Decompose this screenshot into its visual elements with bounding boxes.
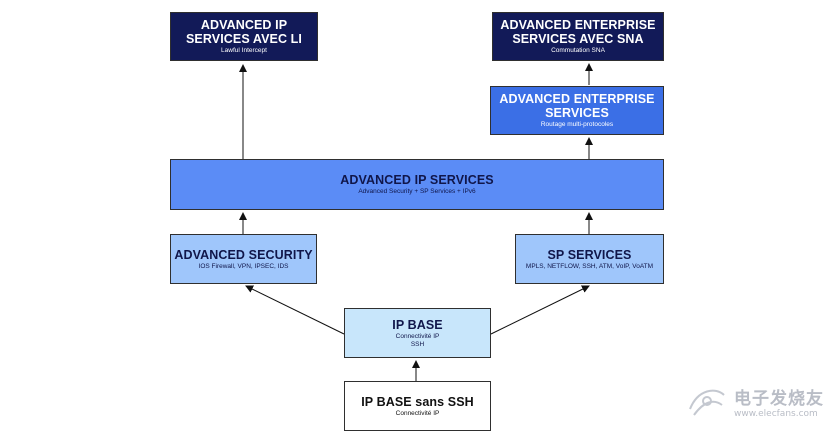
node-title: IP BASE sans SSH (361, 394, 474, 409)
watermark-logo-icon (684, 381, 730, 421)
watermark-text: 电子发烧友 www.elecfans.com (734, 384, 824, 419)
node-subtitle: Connectivité IP (395, 409, 440, 417)
watermark-url: www.elecfans.com (734, 408, 818, 419)
node-advanced-security: ADVANCED SECURITY IOS Firewall, VPN, IPS… (170, 234, 317, 284)
node-advanced-ip-services-li: ADVANCED IP SERVICES AVEC LI Lawful Inte… (170, 12, 318, 61)
node-subtitle: Advanced Security + SP Services + IPv6 (358, 188, 476, 195)
node-ip-base: IP BASE Connectivité IP SSH (344, 308, 491, 358)
node-title-line2: SERVICES (545, 106, 609, 120)
node-title-line2: SERVICES AVEC LI (186, 32, 302, 46)
node-subtitle: Commutation SNA (551, 47, 605, 54)
node-title: ADVANCED SECURITY (174, 247, 313, 262)
arrow-ipbase-to-security (245, 285, 345, 335)
node-subtitle: Lawful Intercept (221, 47, 267, 54)
node-title-line1: ADVANCED IP (200, 18, 288, 32)
node-title-line1: ADVANCED ENTERPRISE (499, 92, 655, 106)
node-advanced-ip-services: ADVANCED IP SERVICES Advanced Security +… (170, 159, 664, 210)
node-subtitle: IOS Firewall, VPN, IPSEC, IDS (198, 262, 289, 270)
node-title-line1: ADVANCED ENTERPRISE (500, 18, 656, 32)
watermark: 电子发烧友 www.elecfans.com (684, 381, 824, 421)
node-subtitle: Routage multi-protocoles (540, 121, 614, 128)
node-title: SP SERVICES (547, 247, 632, 262)
node-sp-services: SP SERVICES MPLS, NETFLOW, SSH, ATM, VoI… (515, 234, 664, 284)
node-subtitle: MPLS, NETFLOW, SSH, ATM, VoIP, VoATM (525, 262, 654, 270)
node-subtitle-line2: SSH (410, 340, 425, 348)
watermark-name: 电子发烧友 (734, 388, 824, 409)
node-title-line2: SERVICES AVEC SNA (512, 32, 644, 46)
node-title: IP BASE (392, 317, 443, 332)
node-subtitle-line1: Connectivité IP (395, 332, 440, 340)
node-advanced-enterprise-sna: ADVANCED ENTERPRISE SERVICES AVEC SNA Co… (492, 12, 664, 61)
node-title: ADVANCED IP SERVICES (340, 173, 494, 187)
node-ip-base-sans-ssh: IP BASE sans SSH Connectivité IP (344, 381, 491, 431)
arrow-ipbase-to-sp (490, 285, 590, 335)
node-advanced-enterprise-services: ADVANCED ENTERPRISE SERVICES Routage mul… (490, 86, 664, 135)
